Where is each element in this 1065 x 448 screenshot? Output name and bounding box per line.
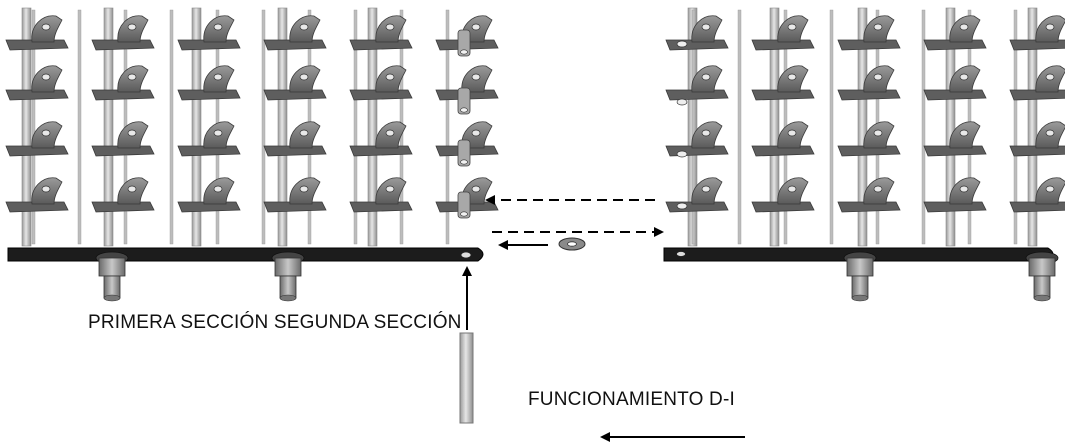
bolt (95, 251, 129, 302)
first-section-assembly (5, 7, 499, 302)
hook (349, 121, 413, 157)
hook (91, 15, 155, 51)
hook (263, 121, 327, 157)
wire (77, 9, 82, 245)
hook (751, 177, 815, 213)
vertical-rod (191, 7, 202, 247)
bottom-bar (7, 247, 484, 262)
edge-link (457, 191, 471, 219)
hook (1009, 15, 1065, 51)
hook (923, 121, 987, 157)
hook (5, 65, 69, 101)
hook (349, 15, 413, 51)
hook (91, 177, 155, 213)
hook (263, 177, 327, 213)
wire (261, 9, 266, 245)
vertical-rod (945, 7, 956, 247)
hook (5, 177, 69, 213)
operation-direction-label: FUNCIONAMIENTO D-I (528, 389, 735, 410)
edge-link (457, 29, 471, 57)
hook (837, 177, 901, 213)
edge-hole (676, 98, 688, 106)
hook (263, 15, 327, 51)
hook (751, 65, 815, 101)
wire (445, 9, 450, 245)
second-section-assembly (663, 7, 1065, 302)
hook (751, 15, 815, 51)
wire (921, 9, 926, 245)
wire (353, 9, 358, 245)
sections-label: PRIMERA SECCIÓN SEGUNDA SECCIÓN (88, 312, 462, 333)
hook (751, 121, 815, 157)
hook (5, 15, 69, 51)
bolt (271, 251, 305, 302)
hook (177, 15, 241, 51)
hook (665, 15, 729, 51)
wire (737, 9, 742, 245)
vertical-rod (1027, 7, 1038, 247)
vertical-rod (277, 7, 288, 247)
wire (31, 9, 36, 245)
washer (558, 237, 586, 251)
hook (923, 15, 987, 51)
wire (169, 9, 174, 245)
hook (177, 121, 241, 157)
edge-hole (676, 202, 688, 210)
wire (691, 9, 696, 245)
hook (923, 177, 987, 213)
vertical-rod (367, 7, 378, 247)
edge-hole (676, 40, 688, 48)
bolt (843, 251, 877, 302)
hook (5, 121, 69, 157)
connecting-pin (459, 332, 474, 424)
hook (349, 65, 413, 101)
hook (665, 65, 729, 101)
hook (837, 65, 901, 101)
vertical-rod (103, 7, 114, 247)
hook (349, 177, 413, 213)
vertical-rod (21, 7, 32, 247)
edge-link (457, 87, 471, 115)
hook (923, 65, 987, 101)
hook (177, 177, 241, 213)
edge-link (457, 139, 471, 167)
hook (91, 121, 155, 157)
hook (263, 65, 327, 101)
hook (1009, 121, 1065, 157)
wire (1013, 9, 1018, 245)
edge-hole (676, 150, 688, 158)
hook (1009, 65, 1065, 101)
hook (91, 65, 155, 101)
vertical-rod (857, 7, 868, 247)
hook (837, 121, 901, 157)
bolt (1025, 251, 1059, 302)
hook (177, 65, 241, 101)
wire (829, 9, 834, 245)
hook (1009, 177, 1065, 213)
hook (837, 15, 901, 51)
vertical-rod (769, 7, 780, 247)
